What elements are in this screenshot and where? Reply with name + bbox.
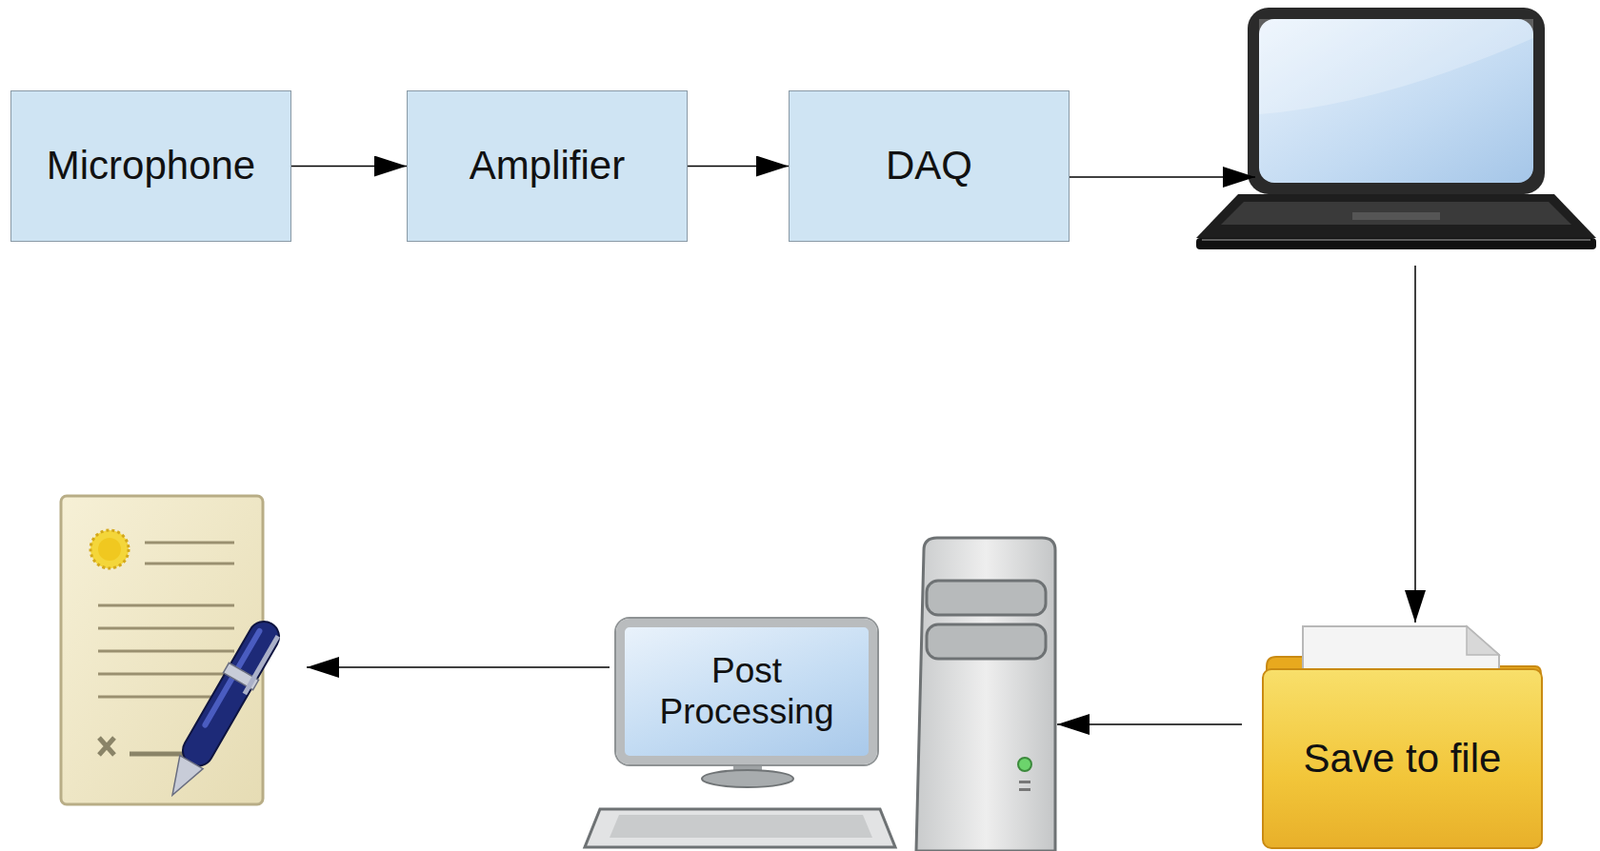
process-box: DAQ — [788, 90, 1070, 242]
folder-box: Save to file — [1261, 668, 1543, 850]
node-label: Post Processing — [632, 651, 861, 733]
computer-tower — [916, 538, 1056, 851]
flow-arrow — [291, 165, 407, 168]
process-box: Microphone — [10, 90, 292, 242]
node-label: DAQ — [885, 142, 973, 189]
laptop-icon — [1196, 7, 1597, 250]
monitor-screen: Post Processing — [616, 619, 878, 765]
node-label: Save to file — [1303, 736, 1502, 782]
process-box: Amplifier — [406, 90, 688, 242]
node-label: Amplifier — [469, 142, 625, 189]
document-icon — [60, 496, 287, 805]
node-label: Microphone — [46, 142, 256, 189]
flow-arrow — [687, 165, 789, 168]
workstation-base — [584, 761, 896, 848]
